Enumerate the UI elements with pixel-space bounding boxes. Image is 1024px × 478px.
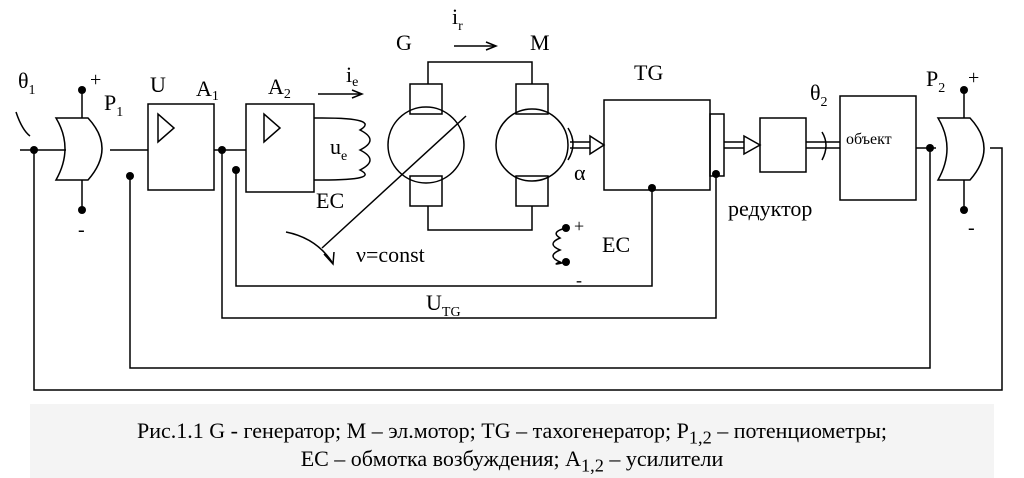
label-p1: P1	[104, 90, 123, 120]
potentiometer-p2	[936, 117, 985, 181]
plus-sign-p1: +	[90, 69, 101, 91]
reducer-block	[759, 117, 807, 173]
caption-box	[30, 404, 994, 478]
label-alpha: α	[574, 160, 586, 185]
caption-line-1: Рис.1.1 G - генератор; M – эл.мотор; TG …	[136, 418, 887, 448]
label-ec-2: EC	[602, 232, 630, 257]
block-u	[147, 103, 215, 191]
label-theta2: θ2	[810, 80, 828, 110]
label-theta1: θ1	[18, 68, 36, 98]
motor-m	[495, 108, 569, 182]
label-ec-1: EC	[316, 188, 344, 213]
label-tg: TG	[634, 60, 663, 85]
label-a1: A1	[196, 76, 219, 104]
plus-sign-p2: +	[968, 67, 979, 89]
label-u: U	[150, 72, 166, 97]
minus-sign-ec: -	[576, 270, 582, 290]
label-nu-const: ν=const	[356, 242, 425, 267]
object-block	[839, 95, 917, 201]
minus-sign-p2: -	[968, 217, 975, 239]
tachogenerator-tg	[603, 99, 711, 191]
label-utg: UTG	[426, 290, 461, 320]
label-m: M	[530, 30, 550, 55]
minus-sign-p1: -	[78, 219, 85, 241]
label-ir: ir	[452, 4, 463, 34]
label-ue: ue	[330, 134, 347, 164]
caption-line-2: EC – обмотка возбуждения; A1,2 – усилите…	[300, 446, 724, 476]
label-ie: ie	[346, 62, 358, 90]
label-object: объект	[846, 131, 892, 148]
label-p2: P2	[926, 66, 945, 96]
ec-winding-2	[552, 227, 567, 265]
label-a2: A2	[268, 74, 291, 102]
block-a2	[245, 103, 315, 193]
generator-g	[387, 106, 465, 184]
plus-sign-ec: +	[574, 216, 584, 236]
potentiometer-p1	[54, 117, 103, 181]
label-reduktor: редуктор	[728, 196, 812, 221]
label-g: G	[396, 30, 412, 55]
field-winding-coil	[321, 117, 371, 181]
